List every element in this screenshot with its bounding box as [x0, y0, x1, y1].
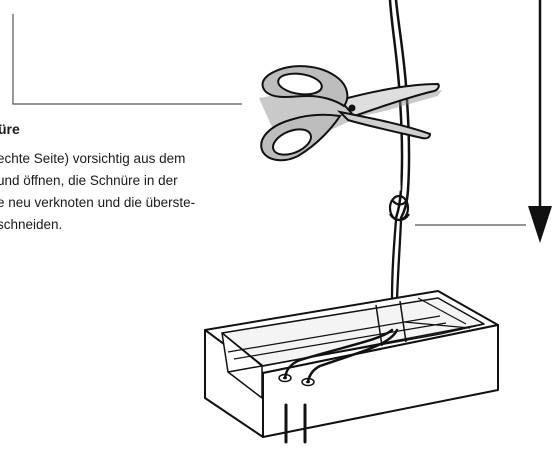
- hanging-cords: [284, 403, 307, 444]
- arrow-down-icon: [528, 0, 552, 243]
- callout-frame-line: [12, 14, 242, 105]
- instruction-line: echte Seite) vorsichtig aus dem: [0, 151, 186, 166]
- cord-holder: [204, 290, 499, 438]
- instruction-line: schneiden.: [0, 217, 63, 232]
- knot: [388, 194, 410, 222]
- instruction-line: e neu verknoten und die überste-: [0, 195, 196, 210]
- section-heading: üre: [0, 121, 20, 137]
- instruction-line: und öffnen, die Schnüre in der: [0, 173, 178, 188]
- inner-cords: [283, 328, 399, 384]
- scissors-icon: [259, 65, 442, 162]
